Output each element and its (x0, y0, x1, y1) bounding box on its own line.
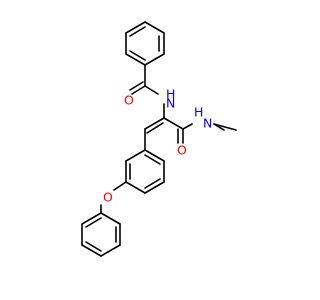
bond (144, 154, 161, 165)
bond (129, 50, 146, 61)
bond (163, 117, 184, 130)
bond (129, 81, 144, 91)
bond (100, 212, 121, 225)
bond (146, 122, 164, 134)
oxygen-label-amide: O (177, 143, 187, 158)
hydrogen-label-n1: H (166, 87, 175, 102)
bond (125, 181, 146, 194)
phenyl-ring (125, 149, 165, 194)
bond (125, 53, 146, 66)
bond (85, 241, 102, 252)
bond (144, 85, 159, 95)
bond (100, 244, 121, 257)
bond (81, 244, 102, 257)
phenoxy-ring (81, 212, 121, 257)
n-methyl (213, 123, 237, 131)
oxygen-label-ether: O (103, 190, 113, 205)
bond (182, 123, 193, 130)
bond (131, 85, 146, 95)
bond (213, 123, 237, 131)
ether-linkage (100, 181, 127, 214)
bond (144, 53, 165, 66)
benzoyl-carbonyl (129, 64, 159, 95)
molecule-structure: O H N H N O O (81, 21, 237, 257)
bond (81, 212, 102, 225)
hydrogen-label-n2: H (194, 105, 203, 120)
nitrogen-label-n2: N (203, 116, 212, 131)
bond (144, 117, 165, 130)
bond (144, 181, 165, 194)
bond (144, 21, 165, 34)
oxygen-label-benzoyl: O (124, 93, 134, 108)
bond (144, 178, 161, 189)
bond (85, 217, 102, 228)
nitrogen-label-n1: N (166, 96, 175, 111)
bond (125, 149, 146, 162)
bond (129, 26, 146, 37)
benzoyl-ring (125, 21, 165, 66)
molecule-diagram: O H N H N O O (81, 21, 237, 257)
bond (113, 181, 127, 191)
bond (144, 149, 165, 162)
bond (125, 21, 146, 34)
